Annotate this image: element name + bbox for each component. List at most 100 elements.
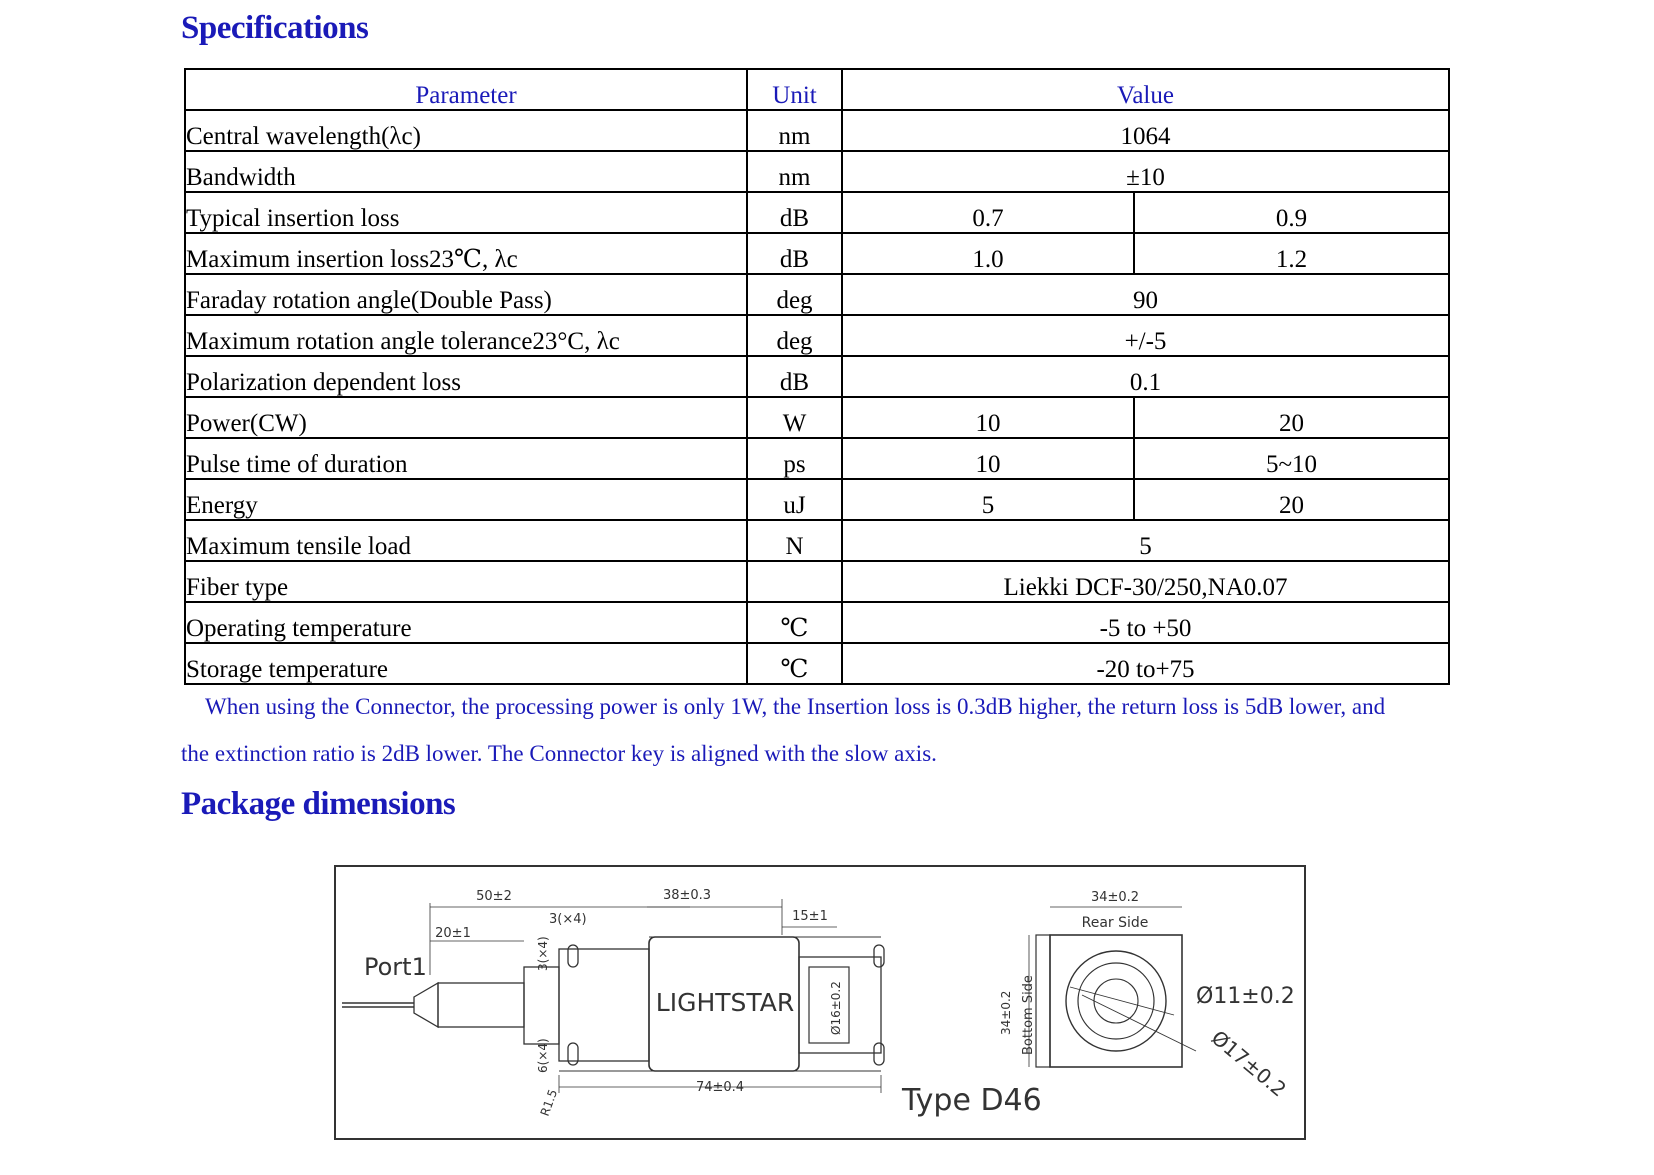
cell-unit: nm — [746, 109, 843, 152]
cell-value: ±10 — [840, 150, 1451, 193]
table-header-row: Parameter Unit Value — [184, 68, 1451, 111]
connector-note-line-2: the extinction ratio is 2dB lower. The C… — [181, 741, 937, 766]
cell-parameter: Typical insertion loss — [184, 191, 748, 234]
diameter-leader-2 — [1069, 986, 1175, 1016]
mount-slot — [567, 944, 579, 968]
cell-parameter: Operating temperature — [184, 601, 748, 644]
dim-74: 74±0.4 — [696, 1080, 744, 1095]
cell-value-a: 0.7 — [841, 191, 1135, 234]
dim-15: 15±1 — [792, 909, 828, 924]
cell-value: Liekki DCF-30/250,NA0.07 — [840, 560, 1451, 603]
cell-value: 0.1 — [840, 355, 1451, 398]
cell-unit: ℃ — [746, 601, 843, 644]
cell-value-a: 1.0 — [841, 232, 1135, 275]
cell-value: -20 to+75 — [840, 642, 1451, 685]
drawing-frame — [334, 865, 1306, 1140]
table-row: Fiber type Liekki DCF-30/250,NA0.07 — [184, 560, 1451, 603]
cell-unit: deg — [746, 314, 843, 357]
table-row: Operating temperature℃-5 to +50 — [184, 601, 1451, 644]
cell-unit: ps — [746, 437, 843, 480]
dim-6x4: 6(×4) — [536, 1038, 550, 1073]
cell-value: 5 — [840, 519, 1451, 562]
cell-parameter: Pulse time of duration — [184, 437, 748, 480]
cell-value-a: 5 — [841, 478, 1135, 521]
cell-value-b: 20 — [1132, 396, 1451, 439]
specifications-table: Parameter Unit Value Central wavelength(… — [184, 68, 1451, 685]
cell-value-a: 10 — [841, 437, 1135, 480]
cell-parameter: Maximum insertion loss23℃, λc — [184, 232, 748, 275]
dim-34-side: 34±0.2 — [999, 991, 1013, 1035]
cell-parameter: Central wavelength(λc) — [184, 109, 748, 152]
output-housing — [798, 956, 882, 1054]
header-value: Value — [840, 68, 1451, 111]
dim-d16: Ø16±0.2 — [829, 981, 843, 1035]
cell-parameter: Power(CW) — [184, 396, 748, 439]
cell-value-b: 1.2 — [1132, 232, 1451, 275]
cell-value: +/-5 — [840, 314, 1451, 357]
mount-slot — [873, 944, 885, 968]
cell-parameter: Storage temperature — [184, 642, 748, 685]
dim-38: 38±0.3 — [663, 888, 711, 903]
mount-slot — [567, 1042, 579, 1066]
cell-parameter: Polarization dependent loss — [184, 355, 748, 398]
inner-ring — [1077, 962, 1155, 1040]
cell-value-b: 20 — [1132, 478, 1451, 521]
type-label: Type D46 — [901, 1083, 1042, 1118]
cell-value-a: 10 — [841, 396, 1135, 439]
cell-unit: uJ — [746, 478, 843, 521]
dim-20: 20±1 — [435, 926, 471, 941]
cell-value-b: 0.9 — [1132, 191, 1451, 234]
mount-slot — [873, 1042, 885, 1066]
cell-unit: ℃ — [746, 642, 843, 685]
output-window — [808, 966, 850, 1044]
connector-note-line-1: When using the Connector, the processing… — [205, 694, 1386, 719]
rear-side-label: Rear Side — [1082, 915, 1149, 931]
bottom-side-plate — [1035, 934, 1051, 1068]
table-row: Maximum rotation angle tolerance23°C, λc… — [184, 314, 1451, 357]
bottom-side-label: Bottom Side — [1021, 975, 1036, 1055]
package-dimension-drawing: 50±2 38±0.3 15±1 20±1 3(×4) 3(×4) 6(×4) … — [334, 865, 1306, 1140]
cell-value-b: 5~10 — [1132, 437, 1451, 480]
outer-ring — [1065, 950, 1167, 1052]
dim-34-top: 34±0.2 — [1091, 890, 1139, 905]
header-unit: Unit — [746, 68, 843, 111]
package-dimensions-heading: Package dimensions — [181, 786, 456, 822]
diameter-leader — [1081, 994, 1197, 1052]
dim-3x4-vertical: 3(×4) — [536, 936, 550, 971]
cell-parameter: Maximum tensile load — [184, 519, 748, 562]
port-label: Port1 — [364, 953, 427, 981]
brand-logo-text: LIGHTSTAR — [656, 988, 794, 1017]
cell-unit: nm — [746, 150, 843, 193]
cell-value: -5 to +50 — [840, 601, 1451, 644]
cell-value: 1064 — [840, 109, 1451, 152]
cell-unit — [746, 560, 843, 603]
cell-value: 90 — [840, 273, 1451, 316]
cell-unit: N — [746, 519, 843, 562]
cell-parameter: Maximum rotation angle tolerance23°C, λc — [184, 314, 748, 357]
cell-unit: deg — [746, 273, 843, 316]
cell-parameter: Energy — [184, 478, 748, 521]
table-row: Storage temperature℃-20 to+75 — [184, 642, 1451, 685]
dim-3x4: 3(×4) — [549, 912, 587, 927]
dim-d11: Ø11±0.2 — [1196, 984, 1295, 1009]
cell-unit: dB — [746, 191, 843, 234]
cell-parameter: Fiber type — [184, 560, 748, 603]
cell-parameter: Bandwidth — [184, 150, 748, 193]
cell-unit: dB — [746, 232, 843, 275]
cell-unit: dB — [746, 355, 843, 398]
header-parameter: Parameter — [184, 68, 748, 111]
specifications-heading: Specifications — [181, 10, 369, 46]
cell-unit: W — [746, 396, 843, 439]
dim-50: 50±2 — [476, 889, 512, 904]
cell-parameter: Faraday rotation angle(Double Pass) — [184, 273, 748, 316]
